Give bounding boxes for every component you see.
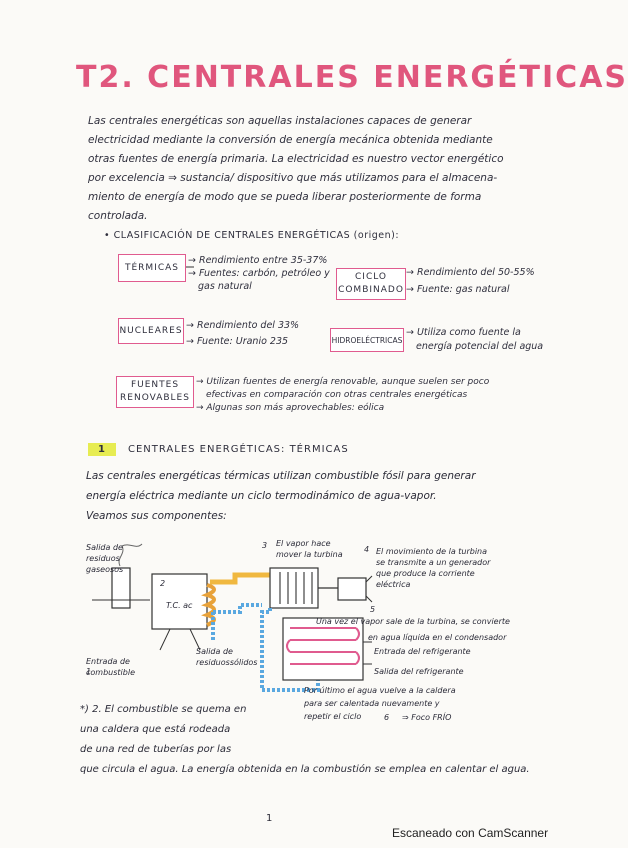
box-nucleares: NUCLEARES — [118, 318, 184, 344]
scanner-watermark: Escaneado con CamScanner — [392, 826, 549, 840]
label-entrada-refrigerante: Entrada del refrigerante — [374, 647, 471, 656]
page-title: T2. CENTRALES ENERGÉTICAS — [76, 60, 628, 95]
section-body: Las centrales energéticas térmicas utili… — [86, 470, 476, 522]
section-number: 1 — [88, 443, 116, 456]
label-num4: 4 — [364, 545, 370, 554]
label-foco-frio: ⇒ Foco FRÍO — [402, 713, 452, 722]
label-por-ultimo: Por último el agua vuelve a la caldera p… — [304, 686, 456, 721]
label-num3: 3 — [262, 541, 268, 550]
label-salida-residuos: Salida de residuossólidos — [196, 647, 258, 667]
decorations — [92, 266, 373, 692]
notes-ciclo: → Rendimiento del 50-55% → Fuente: gas n… — [406, 267, 535, 295]
notes-hidro: → Utiliza como fuente la energía potenci… — [406, 327, 544, 352]
section-heading: 1 CENTRALES ENERGÉTICAS: TÉRMICAS — [88, 443, 349, 456]
label-mov-turbina: El movimiento de la turbina se transmite… — [376, 547, 491, 589]
chimney-shape — [111, 567, 131, 609]
water-pipe — [211, 608, 320, 692]
notes-renovables: → Utilizan fuentes de energía renovable,… — [196, 377, 490, 413]
label-tcaldera: T.C. ac — [166, 601, 193, 610]
generator-shape — [337, 577, 367, 601]
box-hidroelectricas: HIDROELÉCTRICAS — [330, 328, 404, 352]
section-title: CENTRALES ENERGÉTICAS: TÉRMICAS — [127, 444, 349, 455]
label-num5: 5 — [370, 605, 376, 614]
label-vapor-turbina: El vapor hace mover la turbina — [276, 539, 343, 559]
box-termicas: TÉRMICAS — [118, 254, 186, 282]
label-num2: 2 — [160, 579, 166, 588]
label-salida-gases: Salida de residuos gaseosos — [86, 543, 124, 574]
smoke-shape — [118, 543, 143, 567]
label-num6: 6 — [384, 713, 390, 722]
boiler-shape — [151, 573, 208, 630]
notes-termicas: → Rendimiento entre 35-37% → Fuentes: ca… — [188, 255, 330, 292]
page-number: 1 — [266, 813, 273, 824]
box-ciclo-combinado: CICLO COMBINADO — [336, 268, 406, 300]
label-num1: 1 — [86, 667, 92, 676]
steam-pipe — [210, 572, 270, 585]
document-page: T2. CENTRALES ENERGÉTICAS — [76, 60, 626, 840]
boiler-legs — [159, 628, 201, 651]
classification-heading: • CLASIFICACIÓN DE CENTRALES ENERGÉTICAS… — [104, 230, 400, 241]
label-entrada-combustible: Entrada de combustible — [86, 657, 135, 677]
intro-paragraph: Las centrales energéticas son aquellas i… — [88, 115, 504, 222]
footer-paragraph: *) 2. El combustible se quema en una cal… — [80, 704, 530, 775]
notes-nucleares: → Rendimiento del 33% → Fuente: Uranio 2… — [186, 320, 300, 347]
box-renovables: FUENTES RENOVABLES — [116, 376, 194, 408]
label-condensador: Una vez el vapor sale de la turbina, se … — [316, 617, 510, 642]
turbine-shape — [269, 567, 319, 609]
label-salida-refrigerante: Salida del refrigerante — [374, 667, 464, 676]
